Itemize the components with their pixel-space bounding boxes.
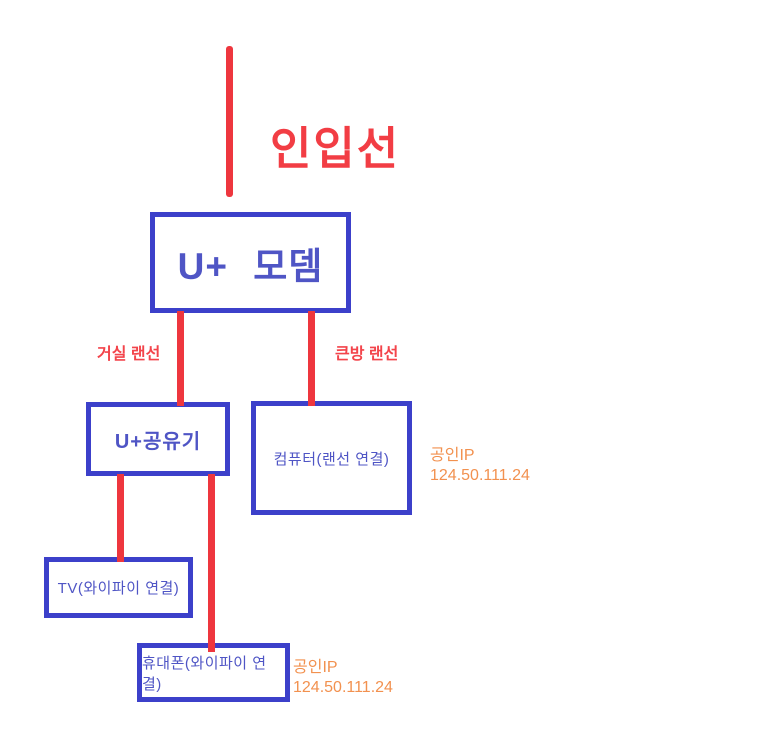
modem-box: U+ 모뎀 (150, 212, 351, 313)
router-box: U+공유기 (86, 402, 230, 476)
big-room-lan-line (308, 311, 315, 406)
modem-label: U+ 모뎀 (177, 245, 324, 287)
phone-public-ip-title: 공인IP (293, 659, 338, 676)
living-room-lan-label: 거실 랜선 (97, 346, 161, 363)
router-to-phone-line (208, 474, 215, 652)
router-label: U+공유기 (114, 430, 202, 453)
computer-public-ip-title: 공인IP (430, 447, 475, 464)
computer-box: 컴퓨터(랜선 연결) (251, 401, 412, 515)
tv-label: TV(와이파이 연결) (57, 580, 180, 597)
tv-box: TV(와이파이 연결) (44, 557, 193, 618)
router-to-tv-line (117, 474, 124, 562)
incoming-line-label: 인입선 (270, 123, 401, 174)
phone-label: 휴대폰(와이파이 연결) (142, 654, 267, 693)
incoming-line (226, 46, 233, 197)
computer-public-ip-value: 124.50.111.24 (430, 467, 530, 484)
phone-public-ip-value: 124.50.111.24 (293, 679, 393, 696)
living-room-lan-line (177, 311, 184, 406)
big-room-lan-label: 큰방 랜선 (335, 346, 399, 363)
computer-label: 컴퓨터(랜선 연결) (273, 450, 390, 468)
